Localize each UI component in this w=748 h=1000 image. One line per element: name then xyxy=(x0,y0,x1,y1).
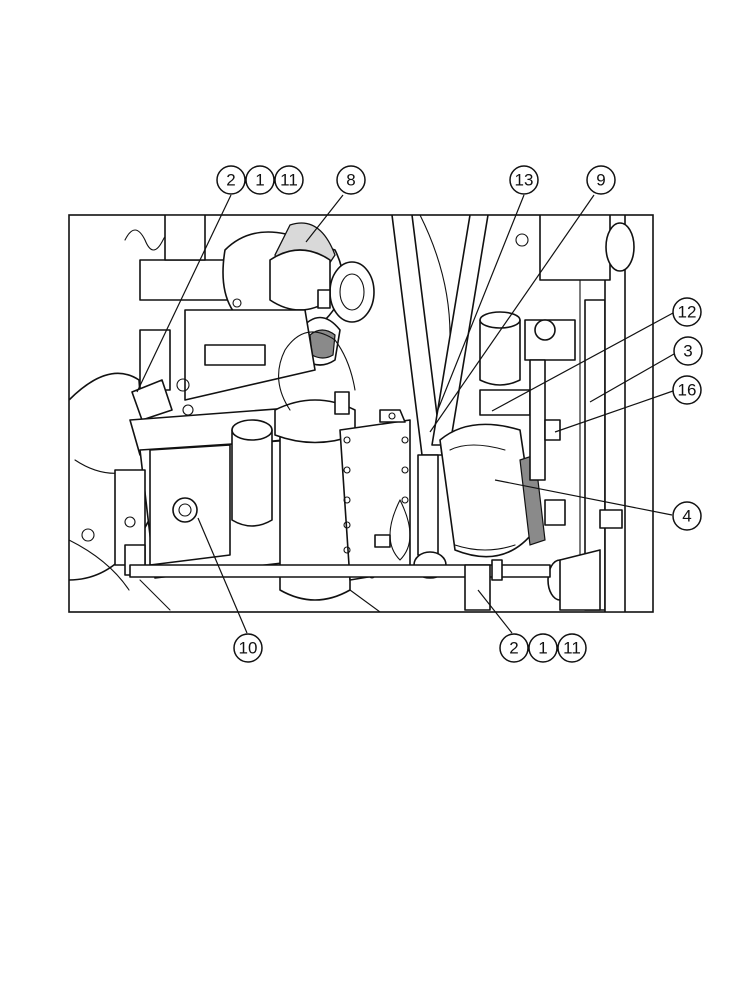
leader-2-1-11-top xyxy=(136,194,232,393)
engine-drawing xyxy=(69,215,635,612)
callout-10: 10 xyxy=(233,633,263,663)
callout-9: 9 xyxy=(586,165,616,195)
callout-4: 4 xyxy=(672,501,702,531)
callout-2-1-11-bottom: 2 1 11 xyxy=(499,633,587,663)
leader-4 xyxy=(494,479,673,516)
callout-label: 1 xyxy=(255,171,264,190)
leader-lines xyxy=(136,194,675,634)
callout-label: 13 xyxy=(515,171,534,190)
callout-label: 1 xyxy=(538,639,547,658)
callout-16: 16 xyxy=(672,375,702,405)
leader-12 xyxy=(491,312,674,412)
callout-label: 8 xyxy=(346,171,355,190)
leader-13 xyxy=(436,194,525,413)
callout-label: 10 xyxy=(239,639,258,658)
callout-3: 3 xyxy=(673,336,703,366)
callout-label: 2 xyxy=(226,171,235,190)
callout-label: 11 xyxy=(280,171,298,190)
callout-label: 4 xyxy=(682,507,691,526)
leader-9 xyxy=(429,194,595,433)
callout-2-1-11-top: 2 1 11 xyxy=(216,165,304,195)
leader-16 xyxy=(554,390,674,433)
callout-label: 12 xyxy=(678,303,697,322)
leader-2-1-11-bot xyxy=(477,589,513,634)
callout-label: 11 xyxy=(563,639,581,658)
leader-8 xyxy=(305,194,344,243)
callout-8: 8 xyxy=(336,165,366,195)
callout-label: 16 xyxy=(678,381,697,400)
callout-13: 13 xyxy=(509,165,539,195)
leader-3 xyxy=(589,353,675,403)
callout-label: 9 xyxy=(596,171,605,190)
callout-label: 3 xyxy=(683,342,692,361)
callout-label: 2 xyxy=(509,639,518,658)
callout-12: 12 xyxy=(672,297,702,327)
leader-10 xyxy=(197,517,248,634)
